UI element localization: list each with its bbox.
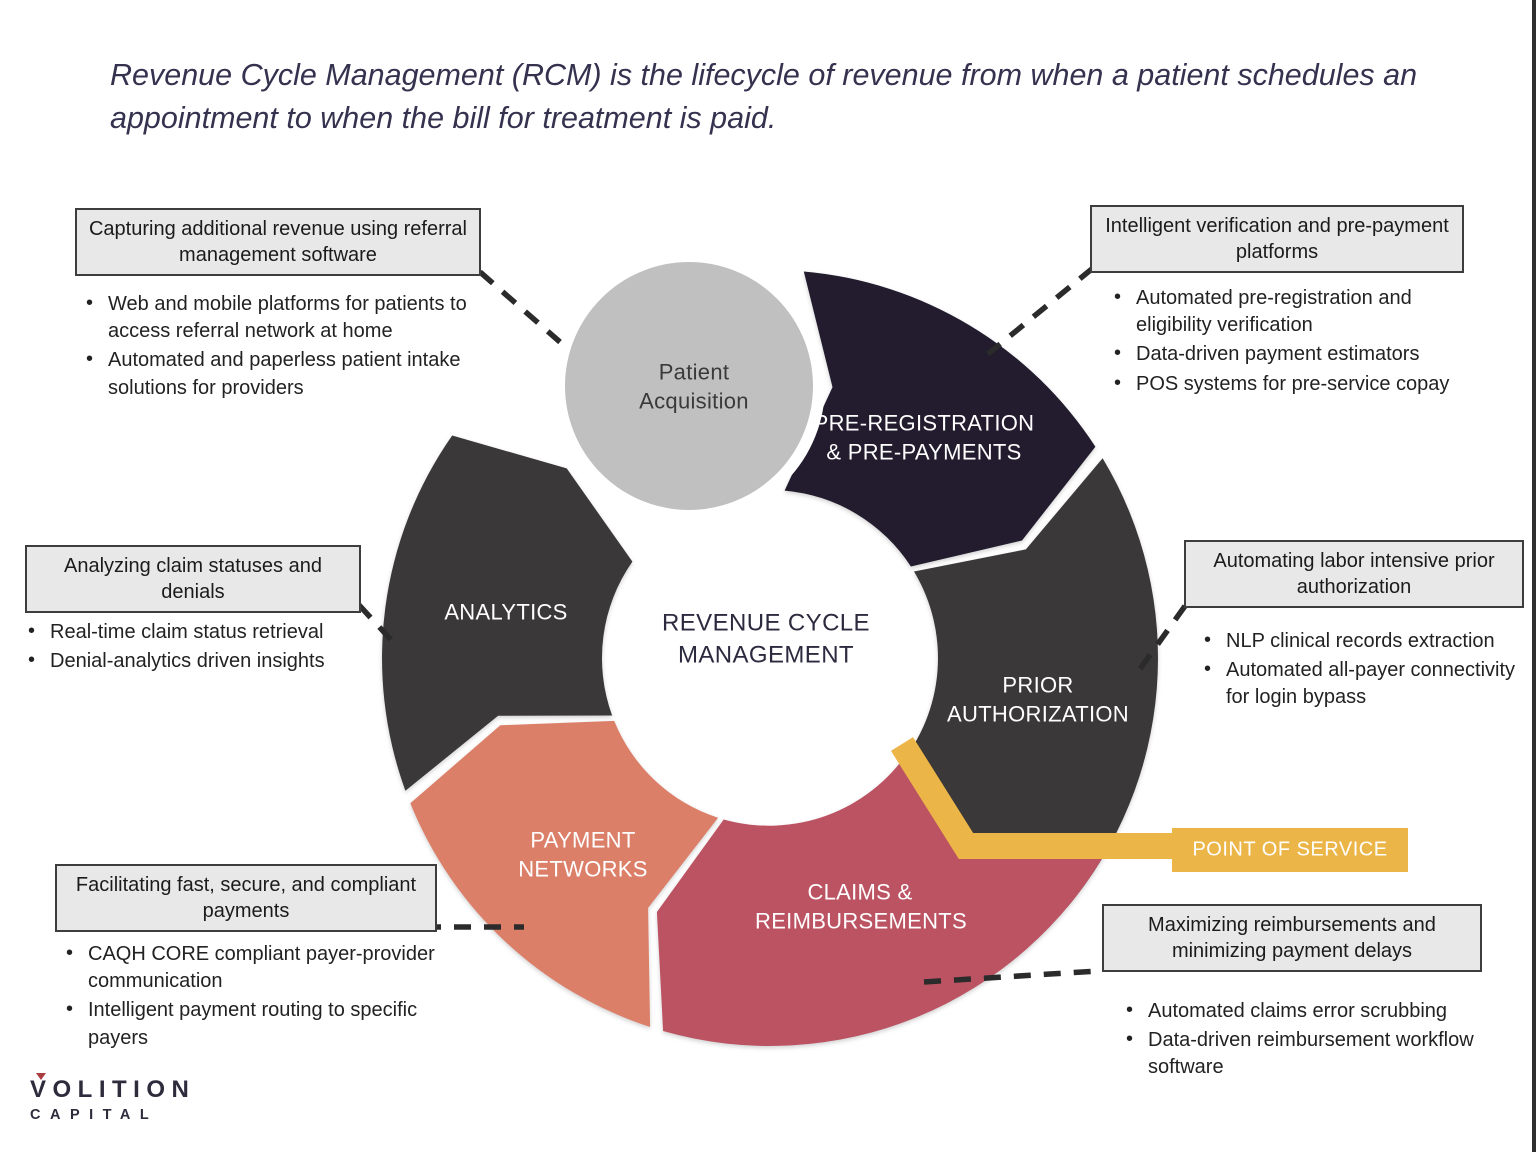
- bullet-item: Automated pre-registration and eligibili…: [1106, 284, 1486, 339]
- callout-box-payment-networks: Facilitating fast, secure, and compliant…: [55, 864, 437, 932]
- bullet-item: Automated claims error scrubbing: [1118, 997, 1498, 1025]
- ring-segments: [382, 271, 1158, 1047]
- point-of-service-box: [1172, 828, 1408, 872]
- payment-networks-label: PAYMENT NETWORKS: [518, 827, 648, 881]
- callout-box-pre-registration: Intelligent verification and pre-payment…: [1090, 205, 1464, 273]
- callout-bullets-analytics: Real-time claim status retrieval Denial-…: [20, 618, 370, 677]
- bullet-item: Real-time claim status retrieval: [20, 618, 370, 646]
- bullet-item: Data-driven reimbursement workflow softw…: [1118, 1026, 1498, 1081]
- bullet-item: Automated and paperless patient intake s…: [78, 346, 496, 401]
- slide-right-edge: [1532, 0, 1536, 1152]
- connector-prior-authorization: [1137, 604, 1188, 671]
- bullet-item: CAQH CORE compliant payer-provider commu…: [58, 940, 468, 995]
- callout-bullets-patient-acquisition: Web and mobile platforms for patients to…: [78, 290, 496, 404]
- revenue-cycle-management-label: REVENUE CYCLE MANAGEMENT: [662, 609, 870, 669]
- callout-bullets-pre-registration: Automated pre-registration and eligibili…: [1106, 284, 1486, 400]
- prior-authorization-label: PRIOR AUTHORIZATION: [947, 672, 1129, 726]
- patient-acquisition-label: Patient Acquisition: [639, 359, 749, 413]
- bullet-item: Web and mobile platforms for patients to…: [78, 290, 496, 345]
- logo-name: VOLITION: [30, 1076, 196, 1103]
- callout-bullets-payment-networks: CAQH CORE compliant payer-provider commu…: [58, 940, 468, 1054]
- point-of-service-ribbon: [890, 737, 1178, 859]
- logo-subtitle: CAPITAL: [30, 1107, 159, 1123]
- callout-box-prior-authorization: Automating labor intensive prior authori…: [1184, 540, 1524, 608]
- bullet-item: Denial-analytics driven insights: [20, 647, 370, 675]
- bullet-item: NLP clinical records extraction: [1196, 627, 1536, 655]
- ring-segment-pre-registration: [784, 271, 1096, 567]
- callout-connectors: [356, 265, 1188, 985]
- analytics-label: ANALYTICS: [444, 599, 568, 625]
- volition-capital-logo: VOLITION CAPITAL: [30, 1073, 196, 1123]
- patient-acquisition-circle: [553, 250, 825, 522]
- bullet-item: Data-driven payment estimators: [1106, 340, 1486, 368]
- bullet-item: Intelligent payment routing to specific …: [58, 996, 468, 1051]
- callout-box-patient-acquisition: Capturing additional revenue using refer…: [75, 208, 481, 276]
- ring-segment-claims-reimbursements: [656, 752, 1108, 1047]
- callout-box-claims-reimbursements: Maximizing reimbursements and minimizing…: [1102, 904, 1482, 972]
- pre-registration-label: PRE-REGISTRATION & PRE-PAYMENTS: [813, 410, 1035, 464]
- ring-segment-payment-networks: [410, 720, 719, 1027]
- bullet-item: Automated all-payer connectivity for log…: [1196, 656, 1536, 711]
- callout-bullets-prior-authorization: NLP clinical records extraction Automate…: [1196, 627, 1536, 714]
- connector-analytics: [356, 603, 397, 645]
- connector-pre-registration: [986, 265, 1095, 357]
- callout-box-analytics: Analyzing claim statuses and denials: [25, 545, 361, 613]
- claims-reimbursements-label: CLAIMS & REIMBURSEMENTS: [755, 879, 967, 933]
- ring-segment-analytics: [382, 435, 633, 791]
- callout-bullets-claims-reimbursements: Automated claims error scrubbing Data-dr…: [1118, 997, 1498, 1084]
- logo-triangle-icon: [36, 1073, 46, 1080]
- bullet-item: POS systems for pre-service copay: [1106, 370, 1486, 398]
- page-title: Revenue Cycle Management (RCM) is the li…: [110, 58, 1418, 136]
- ring-segment-prior-authorization: [898, 458, 1158, 908]
- point-of-service-label: POINT OF SERVICE: [1192, 838, 1388, 861]
